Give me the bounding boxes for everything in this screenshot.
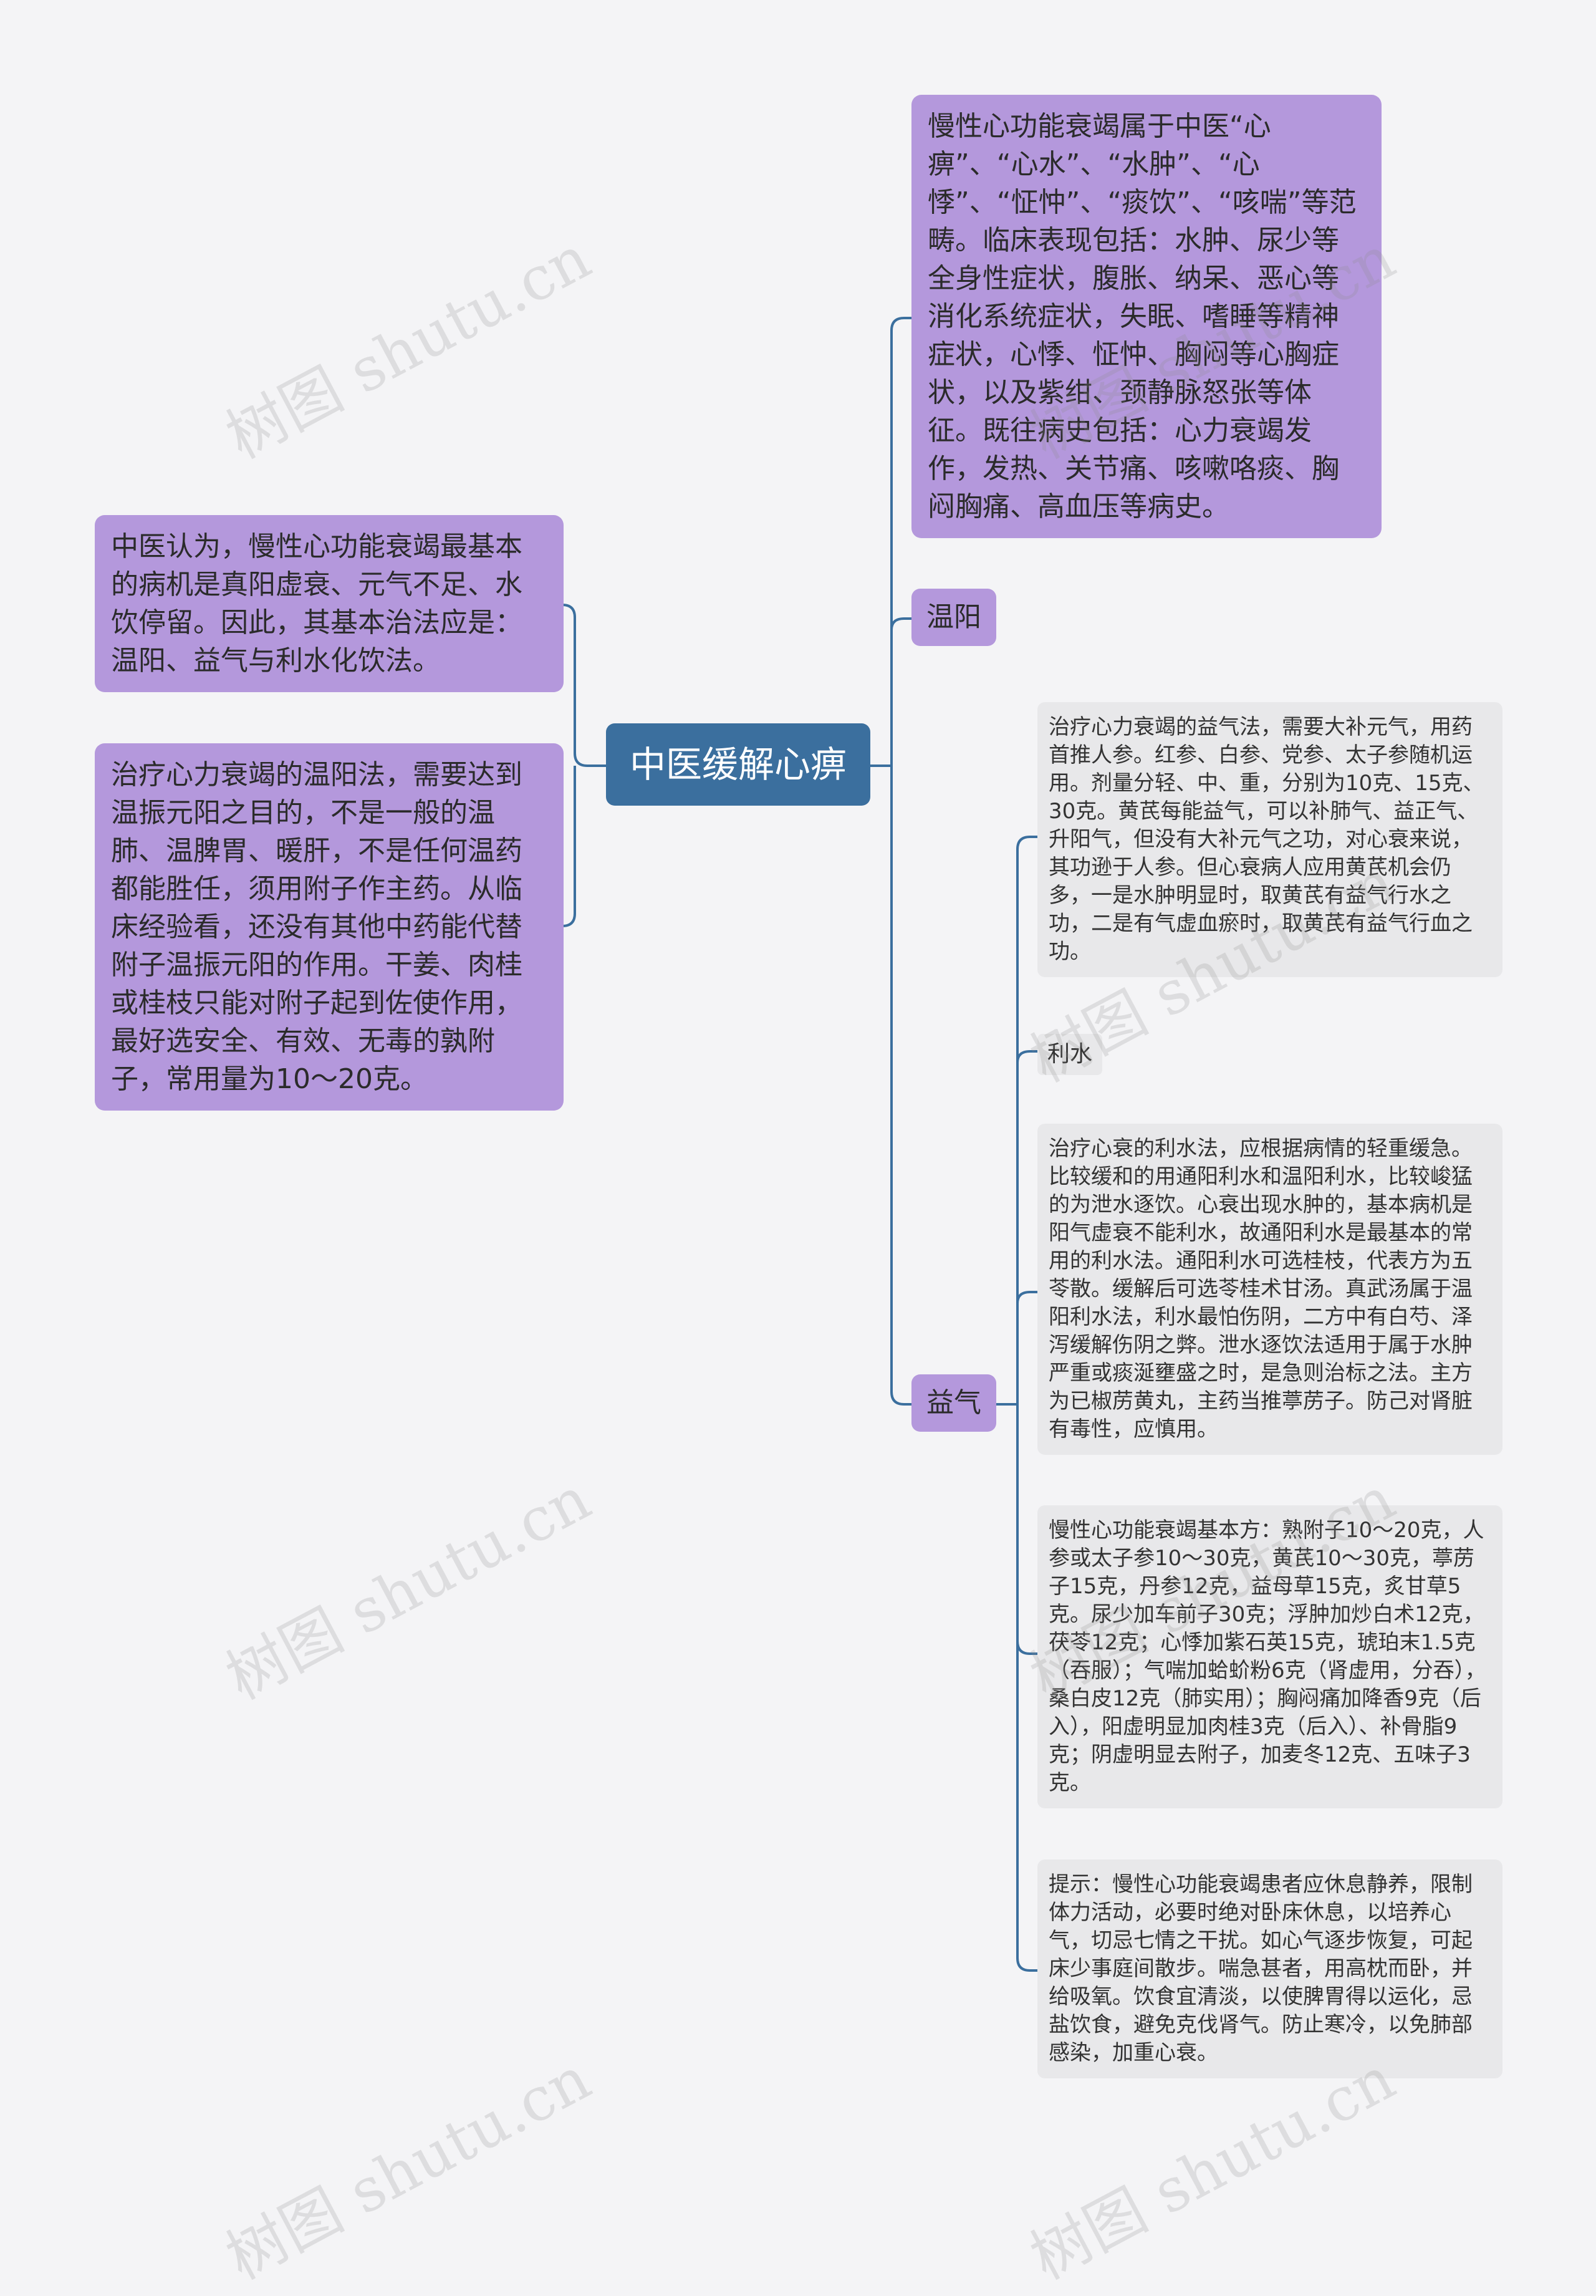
left-node-wenyang-method[interactable]: 治疗心力衰竭的温阳法，需要达到温振元阳之目的，不是一般的温肺、温脾胃、暖肝，不是… (95, 743, 564, 1111)
right-node-yiqi[interactable]: 益气 (911, 1374, 996, 1432)
left-node-wenyang-method-text: 治疗心力衰竭的温阳法，需要达到温振元阳之目的，不是一般的温肺、温脾胃、暖肝，不是… (111, 759, 522, 1095)
leaf-yiqi-method-text: 治疗心力衰竭的益气法，需要大补元气，用药首推人参。红参、白参、党参、太子参随机运… (1049, 715, 1484, 964)
leaf-yiqi-method[interactable]: 治疗心力衰竭的益气法，需要大补元气，用药首推人参。红参、白参、党参、太子参随机运… (1037, 702, 1502, 977)
left-node-pathogenesis[interactable]: 中医认为，慢性心功能衰竭最基本的病机是真阳虚衰、元气不足、水饮停留。因此，其基本… (95, 515, 564, 692)
leaf-lishui-label: 利水 (1047, 1041, 1093, 1067)
connector-lines (562, 317, 1037, 1972)
leaf-lishui-method-text: 治疗心衰的利水法，应根据病情的轻重缓急。比较缓和的用通阳利水和温阳利水，比较峻猛… (1049, 1136, 1473, 1442)
root-topic-label: 中医缓解心痹 (629, 743, 847, 786)
right-node-wenyang-label: 温阳 (926, 601, 981, 633)
right-node-overview[interactable]: 慢性心功能衰竭属于中医“心痹”、“心水”、“水肿”、“心悸”、“怔忡”、“痰饮”… (911, 95, 1382, 538)
right-node-wenyang[interactable]: 温阳 (911, 589, 996, 646)
leaf-lishui-method[interactable]: 治疗心衰的利水法，应根据病情的轻重缓急。比较缓和的用通阳利水和温阳利水，比较峻猛… (1037, 1124, 1502, 1455)
right-node-yiqi-label: 益气 (926, 1387, 981, 1419)
leaf-care-tips[interactable]: 提示：慢性心功能衰竭患者应休息静养，限制体力活动，必要时绝对卧床休息，以培养心气… (1037, 1859, 1502, 2078)
leaf-basic-formula[interactable]: 慢性心功能衰竭基本方：熟附子10～20克，人参或太子参10～30克，黄芪10～3… (1037, 1505, 1502, 1808)
root-topic[interactable]: 中医缓解心痹 (606, 723, 870, 806)
right-node-overview-text: 慢性心功能衰竭属于中医“心痹”、“心水”、“水肿”、“心悸”、“怔忡”、“痰饮”… (928, 110, 1357, 523)
left-node-pathogenesis-text: 中医认为，慢性心功能衰竭最基本的病机是真阳虚衰、元气不足、水饮停留。因此，其基本… (111, 531, 522, 677)
leaf-lishui[interactable]: 利水 (1037, 1034, 1103, 1075)
leaf-basic-formula-text: 慢性心功能衰竭基本方：熟附子10～20克，人参或太子参10～30克，黄芪10～3… (1049, 1518, 1486, 1795)
leaf-care-tips-text: 提示：慢性心功能衰竭患者应休息静养，限制体力活动，必要时绝对卧床休息，以培养心气… (1049, 1872, 1473, 2065)
